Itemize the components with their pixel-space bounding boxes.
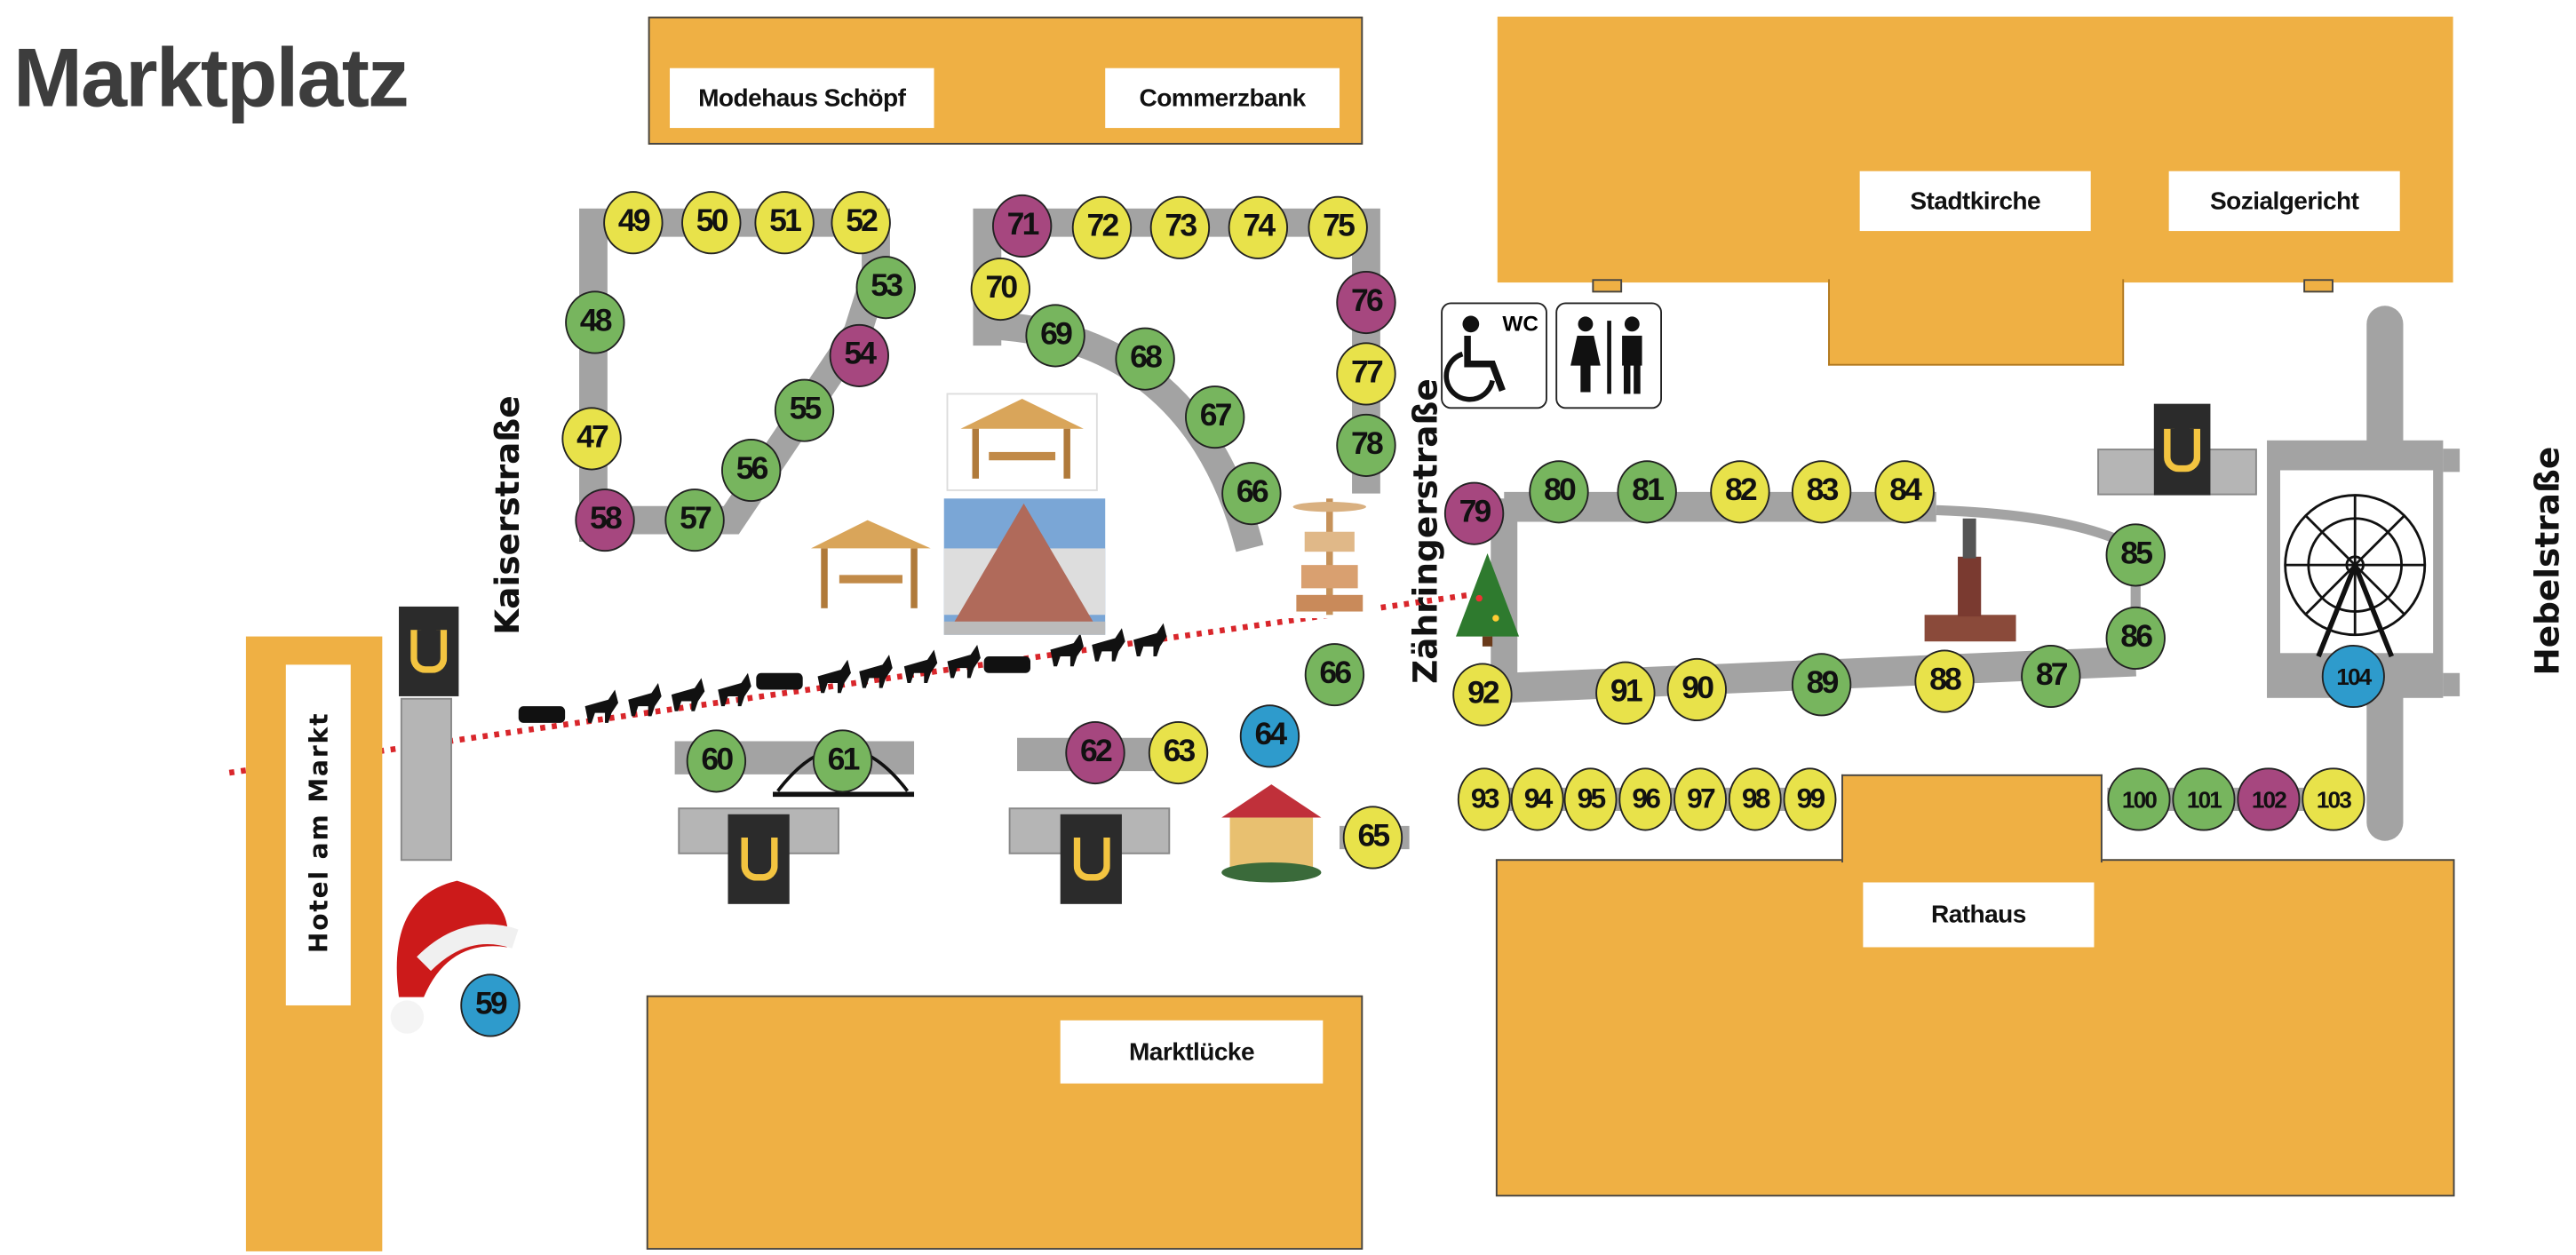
stall-marker-75[interactable]: 75: [1308, 195, 1368, 259]
stall-marker-102[interactable]: 102: [2237, 767, 2301, 831]
street-hebelstrasse: Hebelstraße: [2526, 446, 2567, 676]
reindeer-sleigh-icon: [518, 623, 1167, 723]
page-title: Marktplatz: [12, 31, 409, 125]
ferris-wheel-icon: [2284, 494, 2427, 658]
stall-marker-95[interactable]: 95: [1563, 767, 1618, 831]
stall-marker-54[interactable]: 54: [829, 323, 889, 387]
stall-marker-80[interactable]: 80: [1529, 460, 1589, 524]
stall-marker-94[interactable]: 94: [1510, 767, 1564, 831]
stall-marker-64[interactable]: 64: [1239, 704, 1300, 768]
label-modehaus-schoepf: Modehaus Schöpf: [670, 68, 934, 129]
accessible-wc-icon: WC: [1441, 302, 1547, 409]
stall-marker-71[interactable]: 71: [991, 194, 1053, 258]
stall-marker-65[interactable]: 65: [1342, 806, 1403, 870]
stall-marker-87[interactable]: 87: [2021, 644, 2081, 709]
label-commerzbank: Commerzbank: [1105, 68, 1340, 129]
stall-marker-77[interactable]: 77: [1336, 342, 1396, 406]
ubahn-platform: [400, 697, 452, 862]
stall-marker-56[interactable]: 56: [721, 438, 782, 503]
stall-marker-79[interactable]: 79: [1443, 481, 1505, 545]
label-marktluecke: Marktlücke: [1060, 1020, 1324, 1084]
stall-marker-66[interactable]: 66: [1221, 462, 1282, 526]
label-rathaus: Rathaus: [1863, 882, 2095, 948]
stall-marker-55[interactable]: 55: [774, 378, 835, 442]
stall-marker-99[interactable]: 99: [1783, 767, 1837, 831]
stall-marker-86[interactable]: 86: [2105, 606, 2166, 671]
stall-marker-88[interactable]: 88: [1914, 649, 1975, 713]
label-hotel-am-markt: Hotel am Markt: [304, 711, 335, 954]
stall-marker-85[interactable]: 85: [2105, 523, 2166, 587]
stall-marker-50[interactable]: 50: [681, 191, 742, 255]
stall-marker-98[interactable]: 98: [1728, 767, 1782, 831]
street-zaehringerstrasse: Zähringerstraße: [1404, 378, 1445, 684]
stall-marker-104[interactable]: 104: [2321, 644, 2385, 709]
building-rathaus-annex: [1841, 774, 2103, 863]
stall-marker-100[interactable]: 100: [2107, 767, 2171, 831]
stall-marker-89[interactable]: 89: [1791, 653, 1852, 717]
stall-marker-68[interactable]: 68: [1115, 327, 1175, 391]
stall-marker-67[interactable]: 67: [1185, 385, 1245, 449]
sozialgericht-step: [2303, 279, 2334, 293]
stall-marker-97[interactable]: 97: [1674, 767, 1727, 831]
stall-marker-92[interactable]: 92: [1452, 663, 1513, 727]
stall-marker-74[interactable]: 74: [1228, 195, 1289, 259]
stall-marker-84[interactable]: 84: [1874, 460, 1935, 524]
stall-marker-53[interactable]: 53: [855, 256, 916, 320]
label-hotel-box: Hotel am Markt: [285, 664, 351, 1005]
stall-marker-62[interactable]: 62: [1065, 721, 1125, 785]
street-kaiserstrasse: Kaiserstraße: [487, 395, 528, 635]
stall-marker-57[interactable]: 57: [664, 488, 725, 552]
stall-marker-66[interactable]: 66: [1304, 643, 1365, 707]
stall-marker-63[interactable]: 63: [1148, 721, 1209, 785]
stall-marker-48[interactable]: 48: [565, 290, 625, 354]
stall-marker-78[interactable]: 78: [1336, 413, 1396, 477]
ubahn-icon: [2153, 403, 2211, 496]
restroom-icon: [1555, 302, 1662, 409]
stall-marker-52[interactable]: 52: [831, 191, 891, 255]
ubahn-icon: [727, 814, 790, 904]
stall-marker-82[interactable]: 82: [1710, 460, 1770, 524]
stall-marker-103[interactable]: 103: [2302, 767, 2365, 831]
stall-marker-90[interactable]: 90: [1666, 657, 1727, 722]
stall-marker-72[interactable]: 72: [1071, 195, 1133, 259]
stall-marker-49[interactable]: 49: [603, 191, 664, 255]
stall-marker-59[interactable]: 59: [460, 973, 521, 1037]
stall-marker-61[interactable]: 61: [812, 729, 873, 793]
stall-marker-47[interactable]: 47: [561, 407, 622, 471]
stall-marker-96[interactable]: 96: [1618, 767, 1673, 831]
stall-marker-58[interactable]: 58: [575, 488, 635, 552]
stall-marker-91[interactable]: 91: [1595, 661, 1656, 725]
ubahn-icon: [399, 606, 459, 696]
stall-marker-51[interactable]: 51: [754, 191, 815, 255]
stall-marker-70[interactable]: 70: [970, 258, 1031, 322]
stall-marker-101[interactable]: 101: [2172, 767, 2236, 831]
stall-marker-60[interactable]: 60: [686, 729, 747, 793]
ubahn-icon: [1060, 814, 1122, 904]
stall-marker-76[interactable]: 76: [1336, 270, 1396, 335]
stall-marker-81[interactable]: 81: [1617, 460, 1677, 524]
wc-label: WC: [1502, 310, 1538, 336]
building-stadtkirche-annex: [1828, 279, 2125, 366]
stall-marker-73[interactable]: 73: [1149, 195, 1211, 259]
stall-marker-83[interactable]: 83: [1791, 460, 1852, 524]
stadtkirche-step: [1592, 279, 1623, 293]
stall-marker-69[interactable]: 69: [1025, 304, 1085, 368]
building-stadtkirche: [1497, 16, 2453, 283]
label-sozialgericht: Sozialgericht: [2168, 171, 2400, 232]
label-stadtkirche: Stadtkirche: [1859, 171, 2091, 232]
stall-marker-93[interactable]: 93: [1457, 767, 1511, 831]
